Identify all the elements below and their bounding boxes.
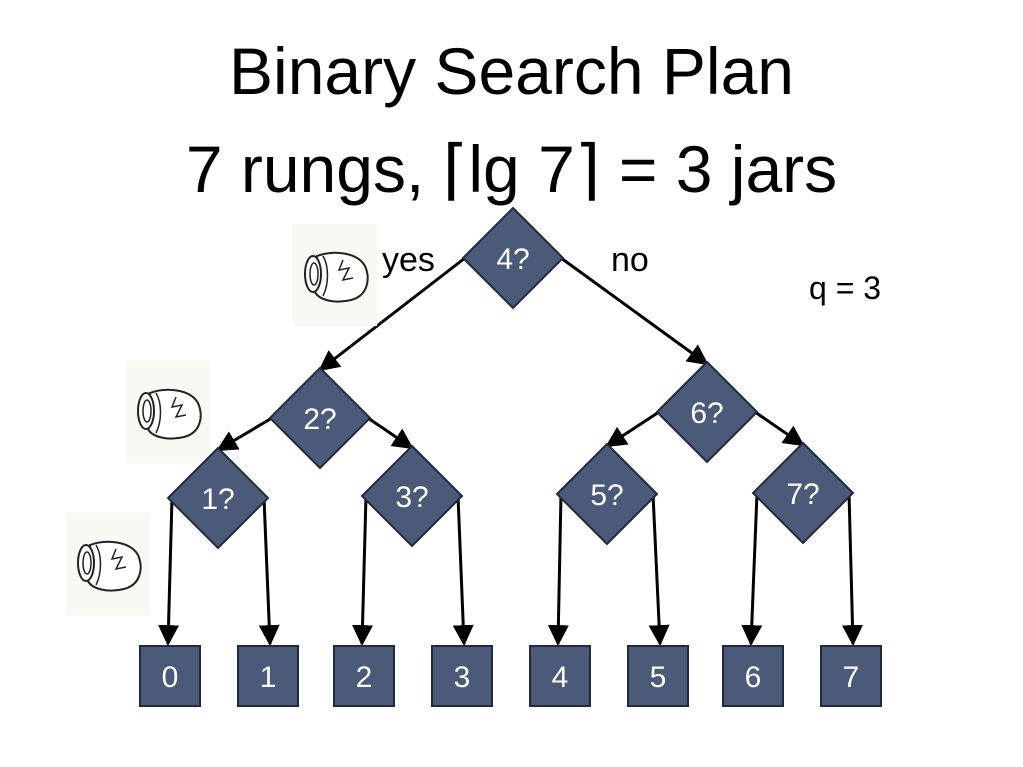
- decision-diamond: [268, 366, 372, 470]
- jar-icon: [66, 513, 150, 615]
- no-label: no: [611, 241, 649, 279]
- decision-label: 5?: [590, 479, 623, 512]
- decision-label: 6?: [690, 397, 723, 430]
- leaf-label: 7: [843, 661, 860, 694]
- jar-icon: [293, 224, 377, 326]
- leaf-box: [431, 645, 493, 707]
- leaf-node-0: 0: [139, 645, 201, 707]
- leaf-box: [627, 645, 689, 707]
- edge-d6-d7: [754, 410, 805, 447]
- edge-d7-l6: [741, 492, 763, 647]
- edge-d6-d5: [605, 410, 660, 448]
- leaf-node-5: 5: [627, 645, 689, 707]
- leaf-node-7: 7: [820, 645, 882, 707]
- title-line-1: Binary Search Plan: [229, 34, 794, 108]
- leaf-node-1: 1: [237, 645, 299, 707]
- edge-d3-l3: [452, 495, 474, 647]
- decision-label: 7?: [786, 478, 819, 511]
- leaf-label: 5: [650, 661, 667, 694]
- edge-d5-l4: [547, 493, 569, 647]
- edge-d3-l2: [352, 495, 374, 647]
- decision-label: 4?: [496, 243, 529, 276]
- leaf-box: [237, 645, 299, 707]
- decision-node-7: 7?: [751, 441, 855, 545]
- decision-label: 2?: [303, 403, 336, 436]
- leaf-node-3: 3: [431, 645, 493, 707]
- edge-d4-d6: [560, 256, 709, 366]
- leaf-box: [529, 645, 591, 707]
- leaf-box: [139, 645, 201, 707]
- decision-label: 3?: [395, 481, 428, 514]
- edge-d7-l7: [842, 492, 863, 647]
- decision-diamond: [555, 442, 659, 546]
- leaf-box: [722, 645, 784, 707]
- edges: [158, 256, 863, 647]
- edge-d5-l5: [648, 493, 670, 647]
- nodes: 4? 2? 6? 1? 3? 5? 7? 0 1 2 3 4 5 6 7: [139, 206, 882, 707]
- decision-diamond: [751, 441, 855, 545]
- decision-node-4: 4?: [461, 206, 565, 310]
- decision-diamond: [461, 206, 565, 310]
- leaf-label: 3: [454, 661, 471, 694]
- edge-d1-l0: [158, 497, 180, 647]
- leaf-node-2: 2: [333, 645, 395, 707]
- decision-node-1: 1?: [166, 446, 270, 550]
- decision-diamond: [655, 360, 759, 464]
- jars: [66, 224, 377, 615]
- leaf-label: 2: [356, 661, 373, 694]
- decision-node-5: 5?: [555, 442, 659, 546]
- decision-node-2: 2?: [268, 366, 372, 470]
- leaf-box: [820, 645, 882, 707]
- edge-d1-l1: [258, 497, 280, 647]
- leaf-label: 4: [552, 661, 569, 694]
- q-label: q = 3: [809, 270, 882, 306]
- title-line-2: 7 rungs, ⌈lg 7⌉ = 3 jars: [185, 132, 838, 206]
- leaf-label: 6: [745, 661, 762, 694]
- yes-label: yes: [382, 241, 435, 279]
- decision-node-3: 3?: [360, 444, 464, 548]
- leaf-label: 0: [162, 661, 179, 694]
- leaf-label: 1: [260, 661, 277, 694]
- leaf-node-4: 4: [529, 645, 591, 707]
- decision-label: 1?: [201, 483, 234, 516]
- leaf-node-6: 6: [722, 645, 784, 707]
- jar-icon: [126, 361, 210, 463]
- decision-diamond: [166, 446, 270, 550]
- decision-diamond: [360, 444, 464, 548]
- edge-d4-d2: [318, 256, 466, 372]
- edge-d2-d1: [216, 416, 273, 452]
- decision-node-6: 6?: [655, 360, 759, 464]
- leaf-box: [333, 645, 395, 707]
- edge-d2-d3: [367, 416, 414, 450]
